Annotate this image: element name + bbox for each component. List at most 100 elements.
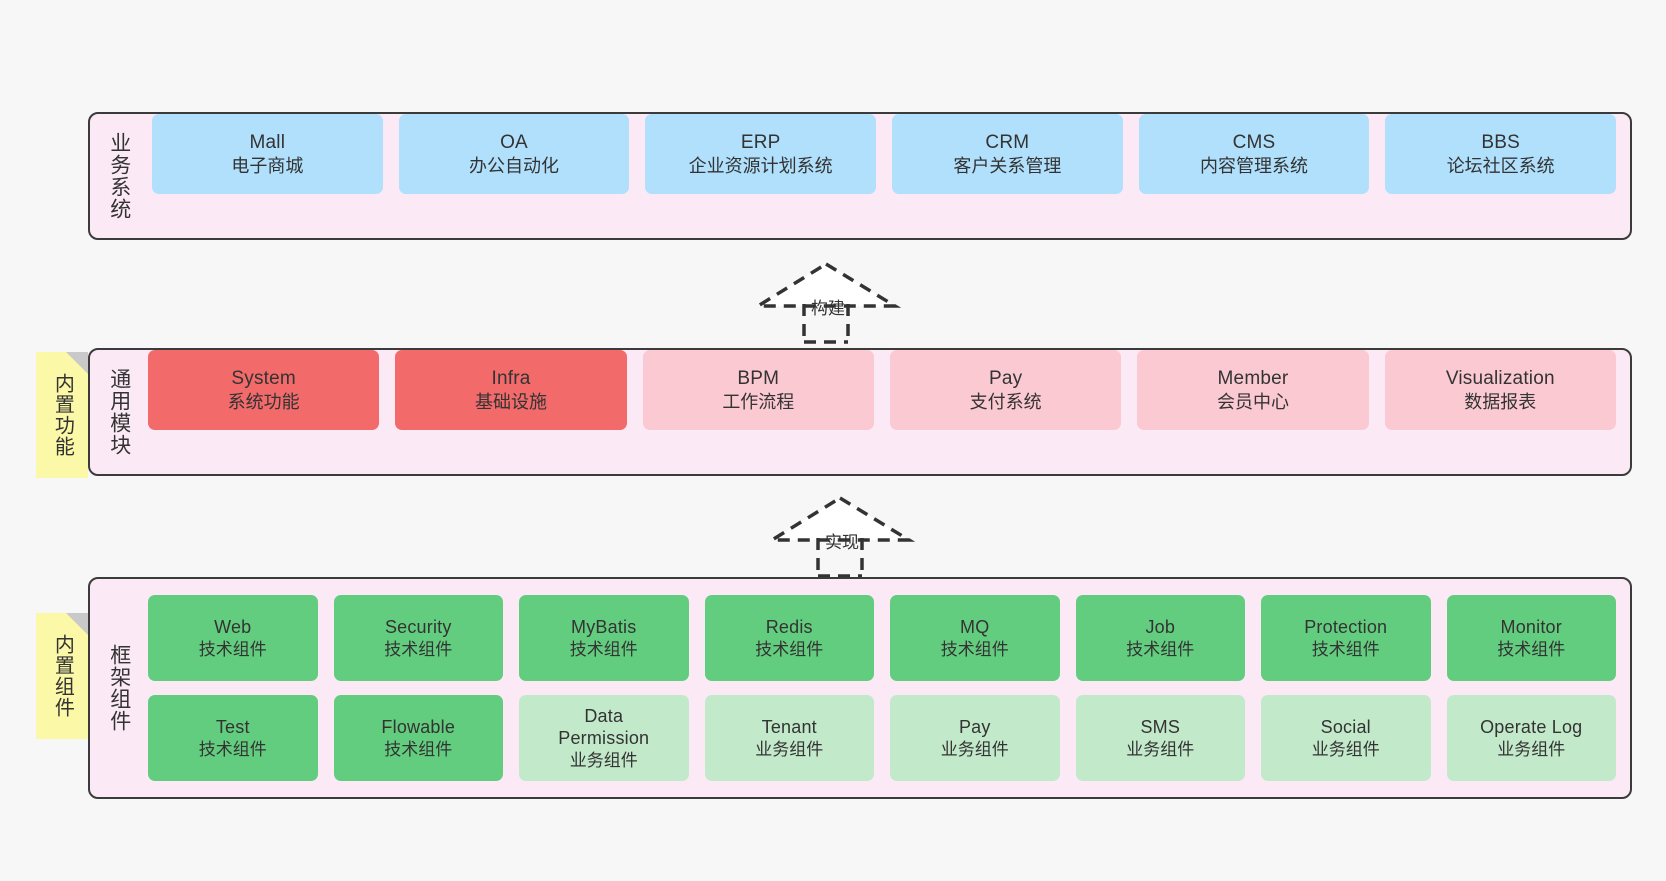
card-web[interactable]: Web 技术组件: [148, 595, 318, 681]
card-title-en: Pay: [988, 367, 1023, 389]
card-title-cn: 技术组件: [198, 739, 267, 759]
card-title-cn: 基础设施: [474, 391, 547, 412]
card-title-cn: 企业资源计划系统: [688, 155, 833, 176]
card-title-cn: 系统功能: [227, 391, 300, 412]
card-title-en: Tenant: [761, 716, 817, 737]
card-title-cn: 技术组件: [940, 639, 1009, 659]
card-title-en: Redis: [765, 616, 813, 637]
card-mall[interactable]: Mall 电子商城: [152, 114, 383, 194]
card-title-en: Security: [384, 616, 452, 637]
card-pay[interactable]: Pay 支付系统: [889, 350, 1122, 430]
card-title-en: MQ: [960, 616, 990, 637]
card-title-cn: 数据报表: [1464, 391, 1537, 412]
card-title-en: Job: [1145, 616, 1176, 637]
card-monitor[interactable]: Monitor 技术组件: [1446, 595, 1616, 681]
card-crm[interactable]: CRM 客户关系管理: [892, 114, 1123, 194]
card-title-en: Flowable: [381, 716, 456, 737]
connector-implement: 实现: [765, 492, 920, 578]
card-title-en: Test: [215, 716, 250, 737]
card-title-cn: 客户关系管理: [953, 155, 1062, 176]
card-title-cn: 技术组件: [1497, 639, 1566, 659]
card-row: Web 技术组件 Security 技术组件 MyBatis 技术组件 Redi…: [148, 595, 1616, 681]
card-erp[interactable]: ERP 企业资源计划系统: [645, 114, 877, 194]
card-title-cn: 内容管理系统: [1200, 155, 1309, 176]
card-title-en: System: [231, 367, 296, 389]
connector-build-label: 构建: [811, 299, 845, 318]
layer-modules-cards: System 系统功能 Infra 基础设施 BPM 工作流程 Pay 支付系统…: [148, 350, 1630, 474]
card-title-en: Web: [214, 616, 252, 637]
card-title-cn: 电子商城: [231, 155, 304, 176]
card-sms[interactable]: SMS 业务组件: [1075, 695, 1245, 781]
card-title-en: ERP: [740, 131, 781, 153]
card-row: System 系统功能 Infra 基础设施 BPM 工作流程 Pay 支付系统…: [148, 350, 1616, 474]
card-title-en: Social: [1320, 716, 1371, 737]
card-operate-log[interactable]: Operate Log 业务组件: [1446, 695, 1616, 781]
card-title-cn: 业务组件: [1126, 739, 1195, 759]
card-title-en: BPM: [737, 367, 780, 389]
sticky-note-builtin-functions: 内置功能: [36, 352, 88, 478]
card-system[interactable]: System 系统功能: [148, 350, 380, 430]
card-tenant[interactable]: Tenant 业务组件: [704, 695, 874, 781]
card-bbs[interactable]: BBS 论坛社区系统: [1385, 114, 1617, 194]
layer-title-framework-components: 框架组件: [107, 644, 131, 732]
layer-framework-components: 框架组件 Web 技术组件 Security 技术组件 MyBatis 技术组件…: [88, 577, 1632, 799]
card-bpm[interactable]: BPM 工作流程: [642, 350, 874, 430]
connector-implement-shape: [765, 495, 916, 578]
card-infra[interactable]: Infra 基础设施: [395, 350, 627, 430]
card-title-cn: 技术组件: [755, 639, 824, 659]
card-title-en: OA: [500, 131, 528, 153]
connector-build-shape: [751, 261, 902, 344]
card-data-permission[interactable]: Data Permission 业务组件: [519, 695, 689, 781]
connector-build: 构建: [751, 258, 906, 344]
card-protection[interactable]: Protection 技术组件: [1261, 595, 1431, 681]
card-flowable[interactable]: Flowable 技术组件: [333, 695, 503, 781]
card-title-en: Protection: [1304, 616, 1388, 637]
card-title-en: Pay: [958, 716, 991, 737]
layer-title-common-modules: 通用模块: [107, 368, 131, 456]
card-title-en: SMS: [1140, 716, 1181, 737]
card-title-cn: 业务组件: [1497, 739, 1566, 759]
layer-common-modules: 通用模块 System 系统功能 Infra 基础设施 BPM 工作流程 Pay…: [88, 348, 1632, 476]
card-mybatis[interactable]: MyBatis 技术组件: [519, 595, 689, 681]
card-title-cn: 技术组件: [569, 639, 638, 659]
card-redis[interactable]: Redis 技术组件: [704, 595, 874, 681]
layer-business-cards: Mall 电子商城 OA 办公自动化 ERP 企业资源计划系统 CRM 客户关系…: [148, 114, 1630, 238]
card-row: Test 技术组件 Flowable 技术组件 Data Permission …: [148, 695, 1616, 781]
card-title-en: Infra: [491, 367, 531, 389]
card-title-en: BBS: [1481, 131, 1520, 153]
sticky-note-label: 内置功能: [51, 373, 74, 457]
card-oa[interactable]: OA 办公自动化: [398, 114, 630, 194]
card-title-cn: 技术组件: [1311, 639, 1380, 659]
card-mq[interactable]: MQ 技术组件: [890, 595, 1060, 681]
card-title-cn: 技术组件: [384, 739, 453, 759]
card-test[interactable]: Test 技术组件: [148, 695, 318, 781]
card-title-cn: 论坛社区系统: [1446, 155, 1555, 176]
card-title-cn: 技术组件: [1126, 639, 1195, 659]
card-title-en: MyBatis: [571, 616, 637, 637]
card-title-cn: 会员中心: [1216, 391, 1289, 412]
card-title-cn: 技术组件: [384, 639, 453, 659]
layer-business-system: 业务系统 Mall 电子商城 OA 办公自动化 ERP 企业资源计划系统 CRM…: [88, 112, 1632, 240]
card-title-en: CMS: [1232, 131, 1276, 153]
card-cms[interactable]: CMS 内容管理系统: [1138, 114, 1370, 194]
card-title-cn: 支付系统: [969, 391, 1042, 412]
card-title-en: Operate Log: [1480, 716, 1583, 737]
card-row: Mall 电子商城 OA 办公自动化 ERP 企业资源计划系统 CRM 客户关系…: [152, 114, 1617, 238]
card-title-en: Monitor: [1500, 616, 1562, 637]
card-member[interactable]: Member 会员中心: [1137, 350, 1369, 430]
card-job[interactable]: Job 技术组件: [1075, 595, 1245, 681]
note-fold-corner-icon: [66, 613, 88, 635]
card-title-cn: 业务组件: [755, 739, 824, 759]
card-title-cn: 工作流程: [722, 391, 795, 412]
note-fold-corner-icon: [66, 352, 88, 374]
card-title-en: Member: [1217, 367, 1289, 389]
card-security[interactable]: Security 技术组件: [333, 595, 503, 681]
layer-framework-cards: Web 技术组件 Security 技术组件 MyBatis 技术组件 Redi…: [148, 579, 1630, 797]
layer-title-business-system: 业务系统: [107, 132, 131, 220]
card-visualization[interactable]: Visualization 数据报表: [1384, 350, 1616, 430]
card-title-cn: 办公自动化: [469, 155, 559, 176]
connector-implement-label: 实现: [825, 533, 859, 552]
card-social[interactable]: Social 业务组件: [1261, 695, 1431, 781]
card-pay-business[interactable]: Pay 业务组件: [890, 695, 1060, 781]
